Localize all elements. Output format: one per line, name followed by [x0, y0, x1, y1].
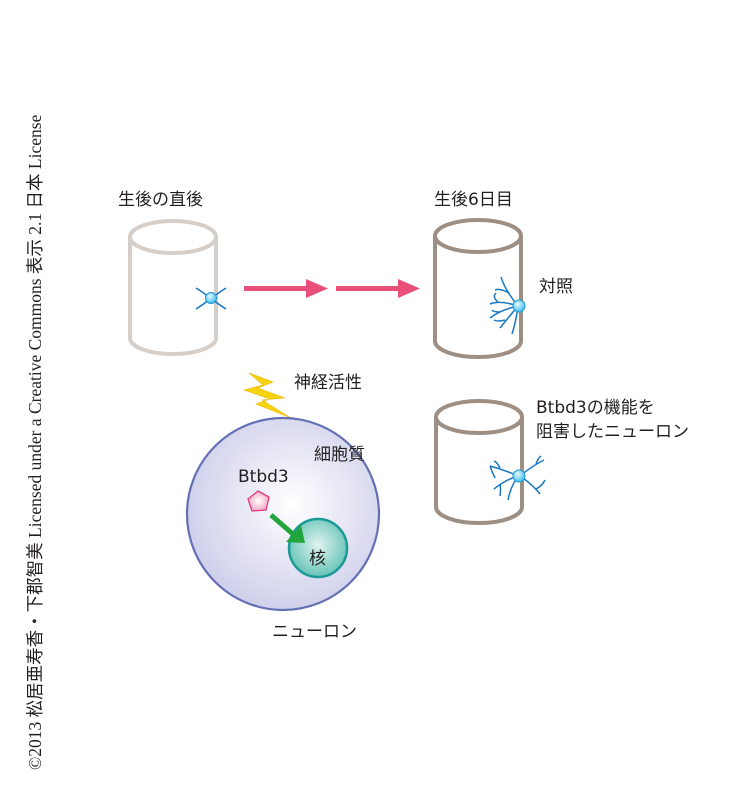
time-arrow-1	[244, 279, 328, 298]
btbd3-label: Btbd3	[238, 467, 289, 487]
knockdown-label-line2: 阻害したニューロン	[536, 422, 689, 442]
stage-title-after: 生後6日目	[434, 190, 513, 210]
neuron-control-soma	[512, 299, 526, 313]
nucleus	[287, 517, 349, 579]
control-label: 対照	[539, 277, 573, 297]
time-arrow-2	[336, 279, 420, 298]
stage-title-before: 生後の直後	[118, 190, 203, 210]
knockdown-label-line1: Btbd3の機能を	[536, 398, 655, 418]
cylinder-early	[128, 219, 218, 356]
lightning-icon	[242, 372, 292, 419]
neuron-label: ニューロン	[272, 622, 357, 642]
nucleus-label: 核	[309, 549, 326, 569]
cylinder-control	[433, 218, 523, 359]
btbd3-protein-icon	[247, 490, 270, 512]
cytoplasm-label: 細胞質	[314, 445, 365, 465]
neuron-early-soma	[205, 292, 217, 304]
neural-activity-label: 神経活性	[294, 373, 362, 393]
neuron-knockdown-soma	[512, 469, 526, 483]
translocation-arrow	[269, 513, 305, 543]
cylinder-knockdown	[434, 399, 524, 525]
